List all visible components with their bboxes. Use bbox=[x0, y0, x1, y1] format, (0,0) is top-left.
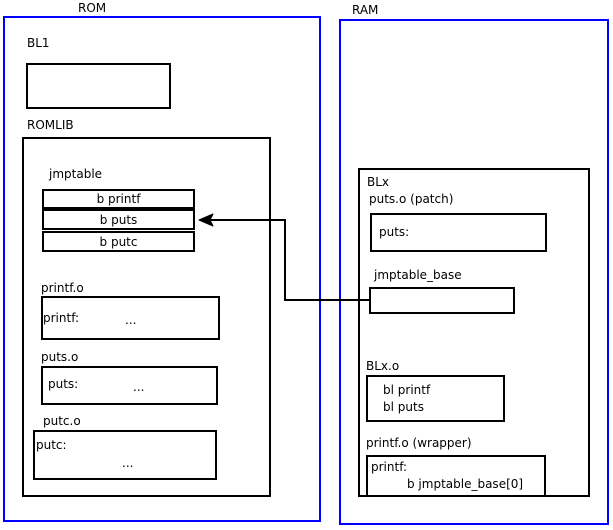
jmptable-base-label: jmptable_base bbox=[374, 268, 462, 282]
rom-region-label: ROM bbox=[78, 1, 107, 15]
rom-putc-ellipsis: ... bbox=[122, 456, 134, 470]
ram-region-label: RAM bbox=[352, 3, 379, 17]
blx-o-line-bl-puts: bl puts bbox=[383, 400, 424, 414]
rom-printf-o-label: printf.o bbox=[41, 281, 84, 295]
jmptable-label: jmptable bbox=[49, 167, 103, 181]
jmptable-row-b-putc: b putc bbox=[42, 231, 195, 252]
printf-wrapper-symbol: printf: bbox=[371, 460, 408, 474]
puts-patch-label: puts.o (patch) bbox=[369, 192, 454, 206]
bl1-label: BL1 bbox=[27, 36, 50, 50]
puts-patch-symbol: puts: bbox=[379, 225, 410, 239]
rom-puts-symbol: puts: bbox=[48, 377, 79, 391]
blx-o-label: BLx.o bbox=[366, 359, 400, 373]
blx-o-line-bl-printf: bl printf bbox=[383, 383, 431, 397]
printf-wrapper-branch: b jmptable_base[0] bbox=[407, 477, 524, 491]
rom-putc-symbol: putc: bbox=[36, 438, 67, 452]
rom-printf-symbol: printf: bbox=[43, 311, 80, 325]
romlib-label: ROMLIB bbox=[27, 118, 74, 132]
puts-patch-box bbox=[370, 213, 547, 252]
blx-label: BLx bbox=[367, 175, 390, 189]
printf-wrapper-box bbox=[366, 455, 546, 497]
rom-puts-o-box bbox=[41, 366, 218, 405]
rom-putc-o-box bbox=[33, 430, 217, 480]
rom-puts-ellipsis: ... bbox=[133, 380, 145, 394]
rom-puts-o-label: puts.o bbox=[41, 350, 79, 364]
rom-putc-o-label: putc.o bbox=[43, 414, 81, 428]
bl1-box bbox=[26, 63, 171, 109]
printf-wrapper-label: printf.o (wrapper) bbox=[366, 436, 472, 450]
jmptable-row-b-puts: b puts bbox=[42, 209, 195, 230]
jmptable-row-b-printf: b printf bbox=[42, 189, 195, 209]
blx-o-box bbox=[366, 375, 505, 422]
jmptable-base-box bbox=[369, 287, 515, 314]
rom-printf-ellipsis: ... bbox=[125, 313, 137, 327]
rom-printf-o-box bbox=[41, 296, 220, 340]
